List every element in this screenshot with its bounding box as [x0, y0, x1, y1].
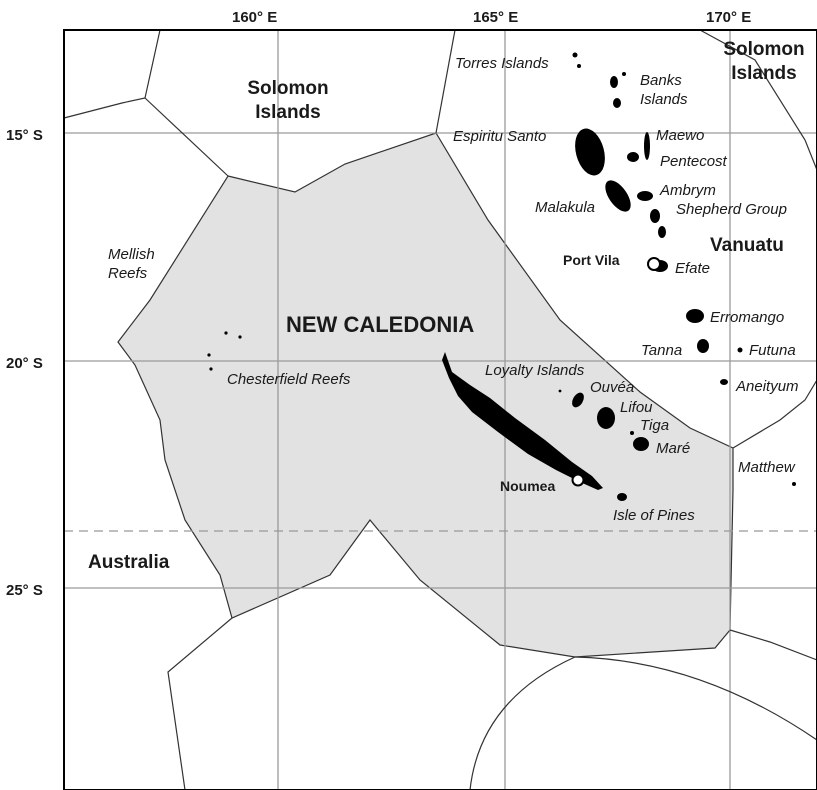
erromango-label: Erromango — [710, 309, 784, 326]
chesterfield-reef-dot — [238, 335, 242, 339]
port-vila-marker — [647, 257, 661, 271]
malakula-label: Malakula — [535, 199, 595, 216]
ouvea-label: Ouvéa — [590, 379, 634, 396]
tanna-island — [697, 339, 709, 353]
banks-island — [613, 98, 621, 108]
australia-label: Australia — [88, 552, 170, 573]
lat-label-20: 20° S — [6, 355, 43, 372]
lifou-island — [597, 407, 615, 429]
lat-label-25: 25° S — [6, 582, 43, 599]
chesterfield-reef-dot — [209, 367, 213, 371]
lon-label-170: 170° E — [706, 9, 751, 26]
new-caledonia-eez — [117, 132, 734, 658]
lon-label-160: 160° E — [232, 9, 277, 26]
banks-islet — [622, 72, 626, 76]
maewo-island — [644, 132, 650, 160]
pentecost-island — [627, 152, 639, 162]
futuna-label: Futuna — [749, 342, 796, 359]
shepherd-islets — [658, 226, 666, 238]
tiga-island — [630, 431, 634, 435]
loyalty-islet — [558, 389, 562, 393]
banks-island — [610, 76, 618, 88]
maewo-label: Maewo — [656, 127, 704, 144]
tanna-label: Tanna — [641, 342, 682, 359]
lon-label-165: 165° E — [473, 9, 518, 26]
noumea-label: Noumea — [500, 478, 555, 494]
mare-label: Maré — [656, 440, 690, 457]
espiritu-santo-label: Espiritu Santo — [453, 128, 546, 145]
loyalty-islands-label: Loyalty Islands — [485, 362, 585, 379]
espiritu-santo-island — [575, 128, 605, 176]
graticule — [64, 30, 817, 790]
ambrym-island — [637, 191, 653, 201]
eez-boundaries — [63, 29, 817, 790]
chesterfield-reefs-label: Chesterfield Reefs — [227, 371, 351, 388]
aneityum-island — [720, 379, 728, 385]
matthew-island — [792, 482, 796, 486]
shepherd-group-label: Shepherd Group — [676, 201, 787, 218]
aneityum-label: Aneityum — [735, 378, 799, 395]
grande-terre-island — [442, 352, 603, 490]
futuna-island — [737, 347, 743, 353]
pentecost-label: Pentecost — [660, 153, 728, 170]
mare-island — [633, 437, 649, 451]
isle-of-pines-island — [617, 493, 627, 501]
noumea-marker — [571, 473, 585, 487]
erromango-island — [686, 309, 704, 323]
chesterfield-reef-dot — [224, 331, 228, 335]
tiga-label: Tiga — [640, 417, 669, 434]
ouvea-island — [572, 392, 584, 408]
torres-islet — [572, 52, 578, 58]
matthew-label: Matthew — [738, 459, 796, 476]
epi-island — [650, 209, 660, 223]
lifou-label: Lifou — [620, 399, 653, 416]
malakula-island — [605, 180, 631, 212]
efate-label: Efate — [675, 260, 710, 277]
lat-label-15: 15° S — [6, 127, 43, 144]
new-caledonia-label: NEW CALEDONIA — [286, 312, 474, 337]
map-frame — [63, 29, 817, 790]
torres-islet — [577, 64, 581, 68]
chesterfield-reef-dot — [207, 353, 211, 357]
isle-of-pines-label: Isle of Pines — [613, 507, 695, 524]
port-vila-label: Port Vila — [563, 252, 620, 268]
torres-islands-label: Torres Islands — [455, 55, 549, 72]
vanuatu-label: Vanuatu — [710, 235, 784, 256]
ambrym-label: Ambrym — [659, 182, 716, 199]
